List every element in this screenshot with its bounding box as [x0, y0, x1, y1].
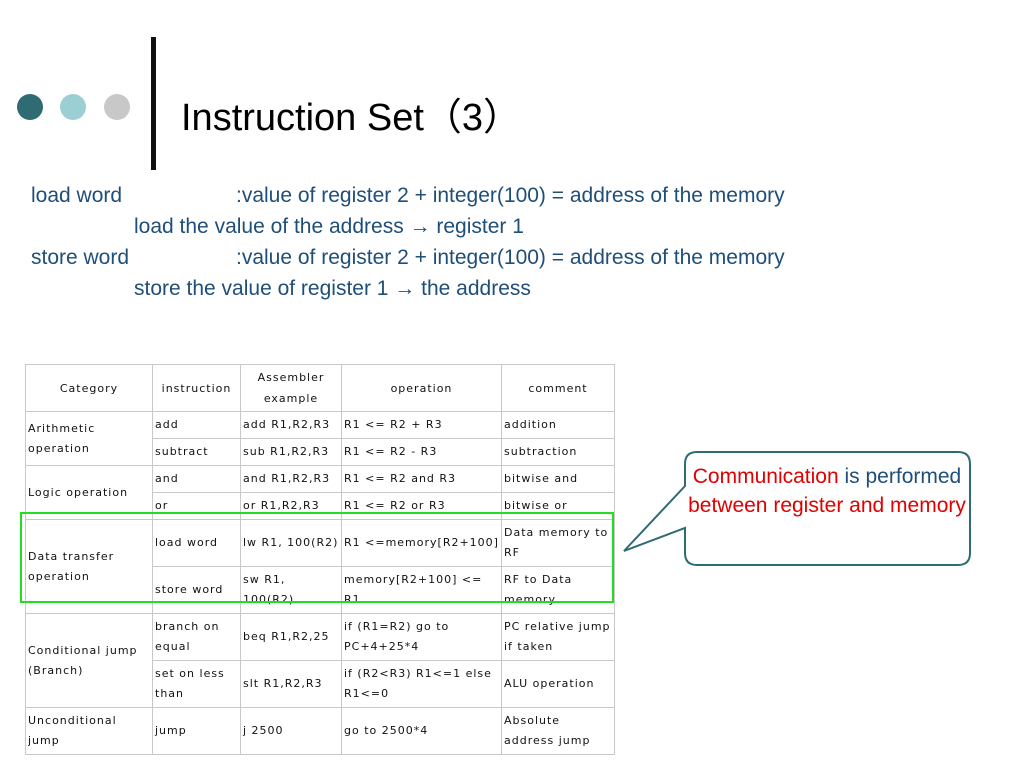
header-assembler-line2: example — [263, 392, 319, 405]
line3-label: store word — [31, 246, 130, 269]
title-divider — [151, 37, 156, 170]
cell-assembler: or R1,R2,R3 — [240, 492, 342, 520]
callout-part1: Communication — [692, 465, 839, 488]
cell-assembler: add R1,R2,R3 — [240, 411, 342, 439]
decor-dot-gray — [104, 94, 130, 120]
line4-text: store the value of register 1 → the addr… — [134, 277, 531, 300]
cell-operation: R1 <= R2 or R3 — [341, 492, 502, 520]
callout-part3: between register and memory — [688, 494, 966, 517]
group-arithmetic: Arithmetic operation — [25, 411, 153, 466]
cell-operation: R1 <= R2 + R3 — [341, 411, 502, 439]
cell-assembler: slt R1,R2,R3 — [240, 660, 342, 708]
line1-label: load word — [31, 184, 123, 207]
group-unconditional: Unconditional jump — [25, 707, 153, 755]
cell-instruction: subtract — [152, 438, 241, 466]
line1-text: :value of register 2 + integer(100) = ad… — [236, 184, 785, 207]
cell-instruction: load word — [152, 519, 241, 567]
data-transfer-highlight-box — [20, 512, 614, 603]
cell-assembler: lw R1, 100(R2) — [240, 519, 342, 567]
group-conditional: Conditional jump (Branch) — [25, 613, 153, 708]
callout-part2: is performed — [838, 465, 962, 488]
cell-operation: R1 <= R2 - R3 — [341, 438, 502, 466]
table-row: Unconditional jump jump j 2500 go to 250… — [25, 707, 615, 755]
cell-instruction: branch on equal — [152, 613, 241, 661]
cell-comment: Data memory to RF — [501, 519, 615, 567]
line3-text: :value of register 2 + integer(100) = ad… — [236, 246, 785, 269]
table-row: Data transfer operation load word lw R1,… — [25, 519, 615, 614]
table-row: set on less than slt R1,R2,R3 if (R2<R3)… — [26, 660, 615, 708]
cell-instruction: set on less than — [152, 660, 241, 708]
group-data-transfer: Data transfer operation — [25, 519, 153, 614]
cell-assembler: j 2500 — [240, 707, 342, 755]
cell-comment: bitwise and — [501, 465, 615, 493]
cell-instruction: jump — [152, 707, 241, 755]
cell-instruction: store word — [152, 566, 241, 614]
cell-comment: ALU operation — [501, 660, 615, 708]
header-assembler-line1: Assembler — [257, 371, 325, 384]
cell-comment: Absolute address jump — [501, 707, 615, 755]
header-comment: comment — [501, 364, 615, 412]
group-logic: Logic operation — [25, 465, 153, 520]
cell-assembler: beq R1,R2,25 — [240, 613, 342, 661]
cell-comment: subtraction — [501, 438, 615, 466]
cell-comment: PC relative jump if taken — [501, 613, 615, 661]
callout-shape — [623, 451, 971, 566]
table-row: subtract sub R1,R2,R3 R1 <= R2 - R3 subt… — [26, 438, 615, 466]
cell-operation: memory[R2+100] <= R1 — [341, 566, 502, 614]
header-instruction: instruction — [152, 364, 241, 412]
cell-operation: R1 <=memory[R2+100] — [341, 519, 502, 567]
cell-assembler: and R1,R2,R3 — [240, 465, 342, 493]
decor-dot-teal — [60, 94, 86, 120]
line2-text: load the value of the address → register… — [134, 215, 524, 238]
slide-title: Instruction Set（3） — [181, 97, 522, 139]
decor-dot-dark — [17, 94, 43, 120]
callout-text: Communication is performed between regis… — [686, 462, 968, 520]
